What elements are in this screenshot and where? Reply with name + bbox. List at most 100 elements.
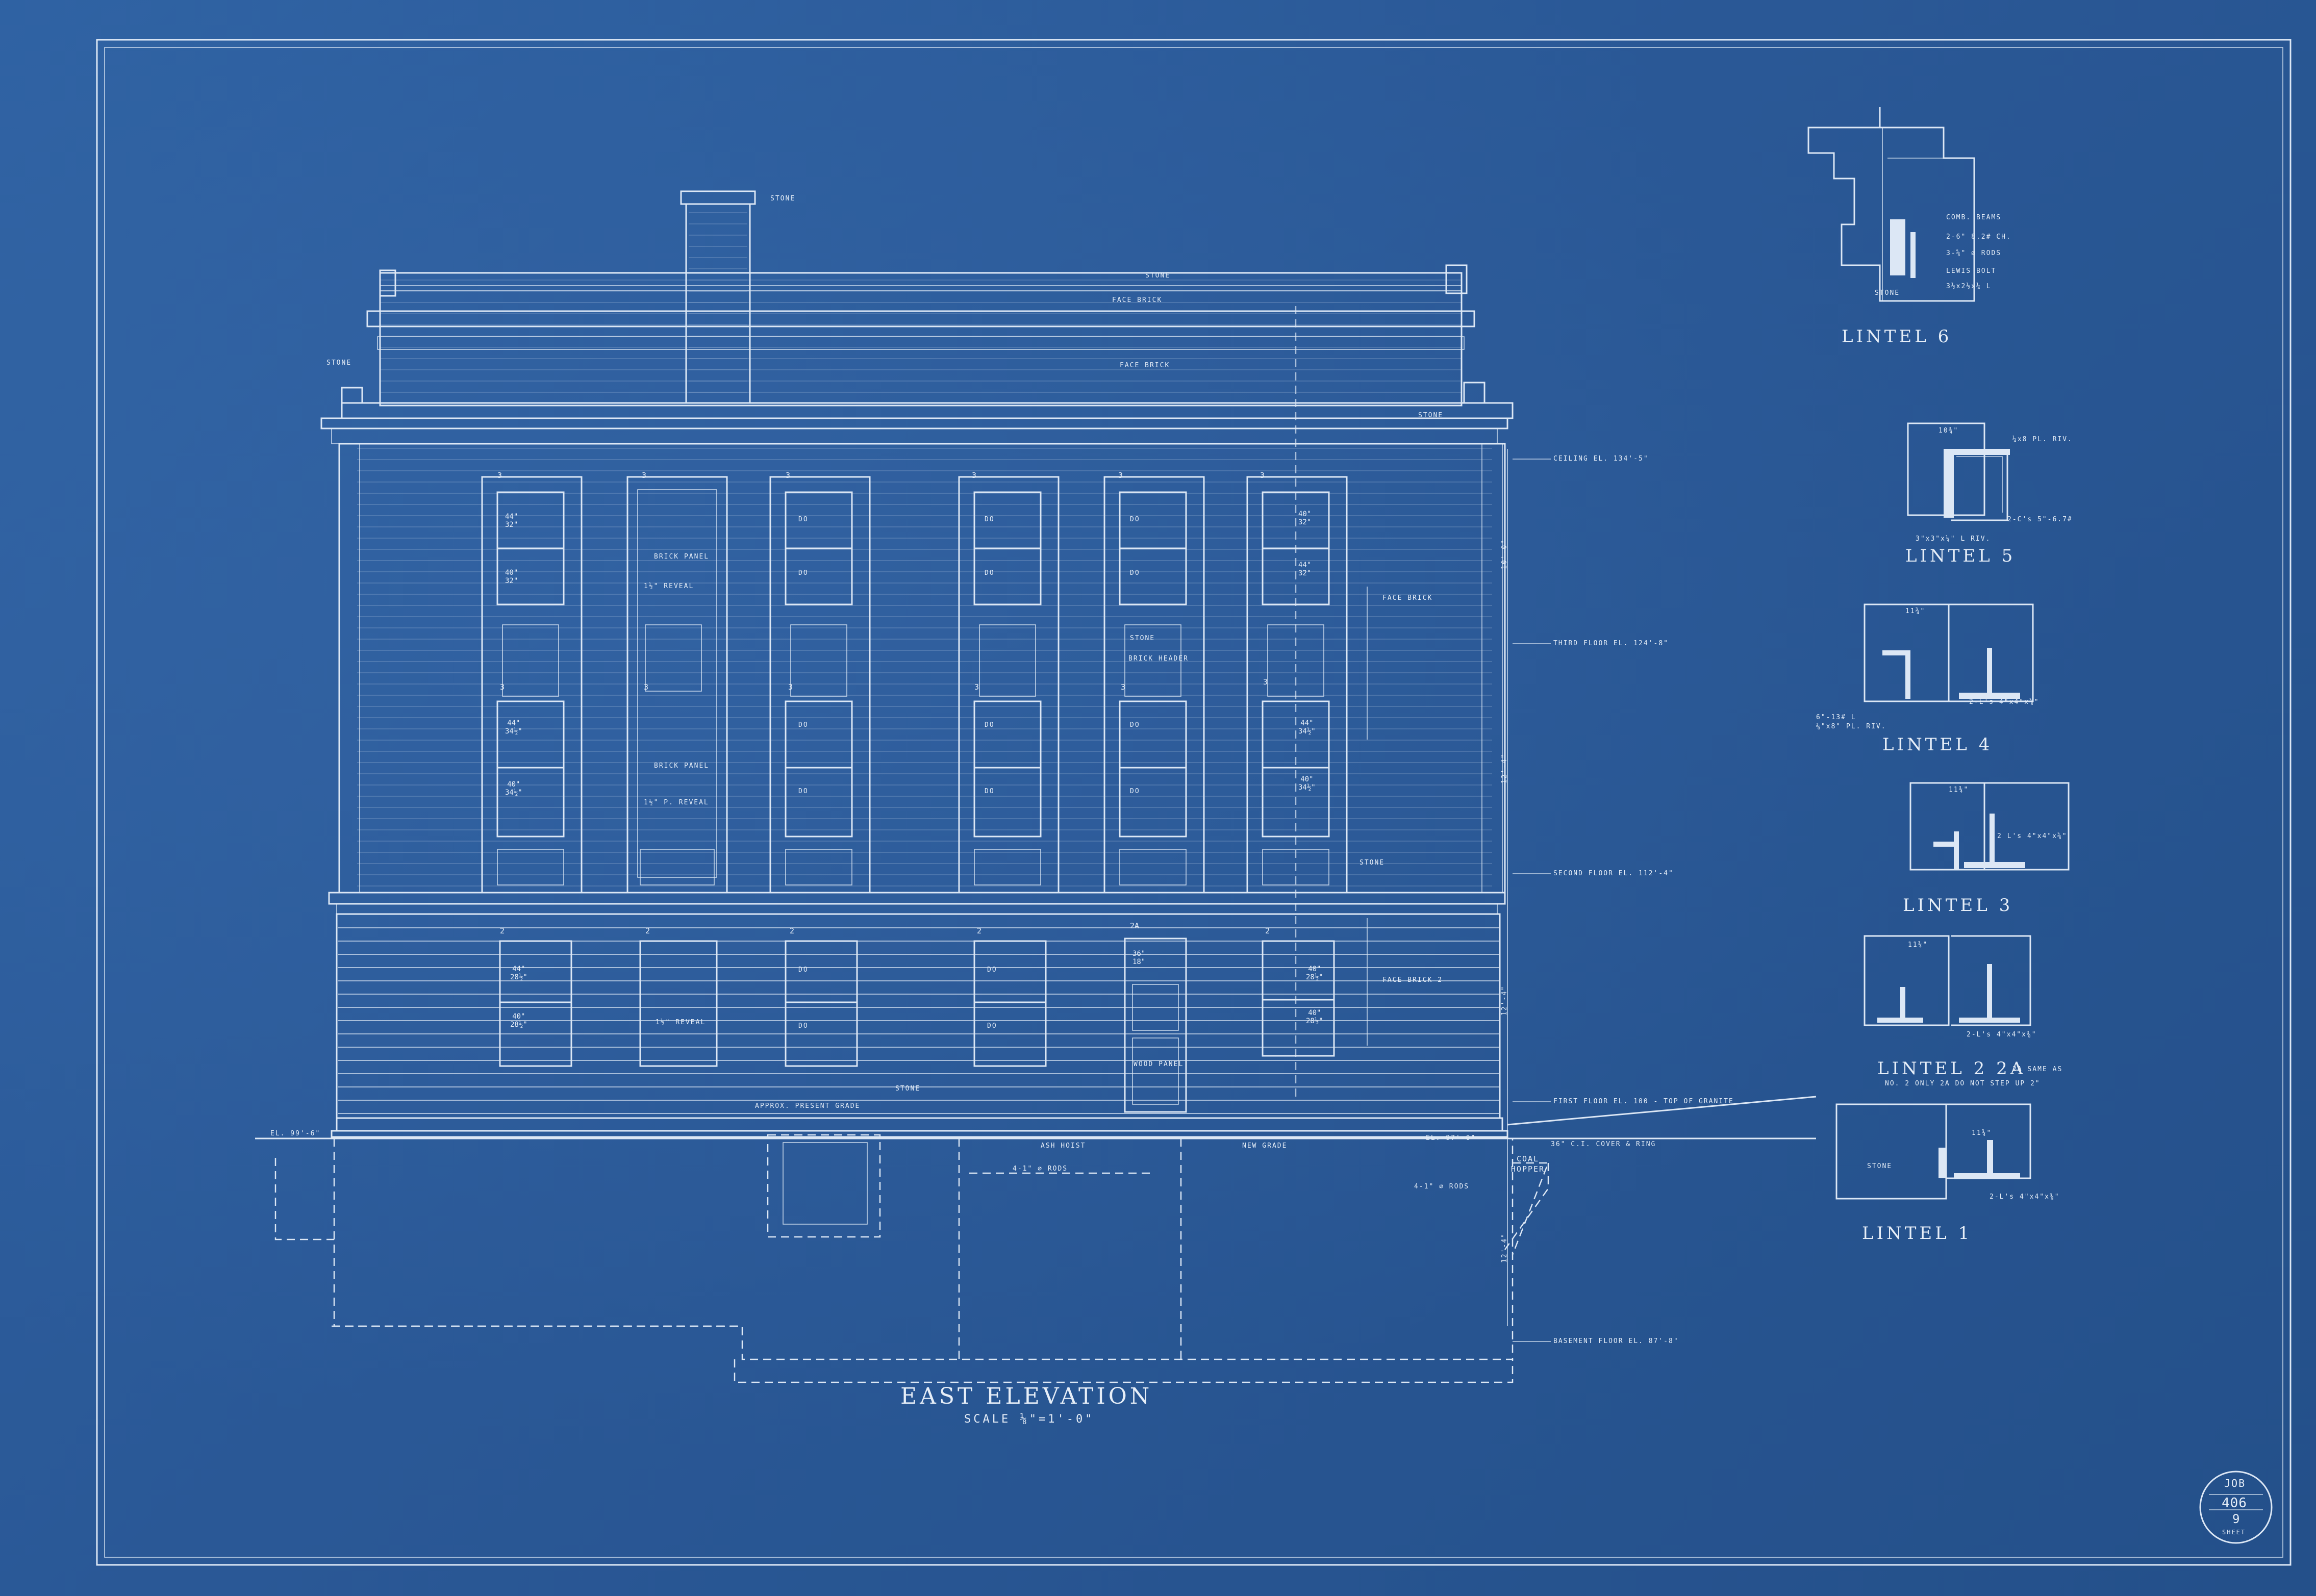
window-tag: 2 bbox=[1265, 926, 1270, 935]
label-do: DO bbox=[985, 569, 995, 577]
first-floor-level-label: FIRST FLOOR EL. 100 - TOP OF GRANITE bbox=[1553, 1098, 1734, 1105]
lintel2-angles: 2-L's 4"x4"x⅜" bbox=[1967, 1031, 2037, 1038]
outer-border bbox=[96, 39, 2292, 1566]
label-brick-panel-upper: BRICK PANEL bbox=[654, 553, 710, 561]
label-wood-panel: WOOD PANEL bbox=[1134, 1060, 1184, 1068]
window-size-label: 40" 32" bbox=[505, 569, 518, 585]
lintel6-stone: STONE bbox=[1875, 289, 1900, 297]
label-do: DO bbox=[1130, 788, 1140, 795]
el-right-label: EL. 97'-0" bbox=[1426, 1134, 1476, 1142]
lintel3-note: 2 L's 4"x4"x⅜" bbox=[1997, 832, 2068, 840]
window-tag: 3 bbox=[786, 471, 791, 480]
job-label: JOB bbox=[2224, 1477, 2246, 1489]
second-floor-level-label: SECOND FLOOR EL. 112'-4" bbox=[1553, 870, 1674, 877]
window-size-label: 44" 34½" bbox=[505, 719, 522, 736]
label-stone-left: STONE bbox=[326, 359, 352, 367]
window-size-label: 44" 32" bbox=[1298, 561, 1312, 577]
window-tag: 2A bbox=[1130, 921, 1140, 930]
rods-label-2: 4-1" ⌀ RODS bbox=[1414, 1183, 1470, 1190]
label-do: DO bbox=[798, 788, 809, 795]
window-tag: 2 bbox=[500, 926, 505, 935]
label-do: DO bbox=[1130, 516, 1140, 523]
dimension-label: 12'-4" bbox=[1500, 753, 1508, 783]
label-stone-window: STONE bbox=[1130, 635, 1155, 642]
inner-border bbox=[104, 47, 2283, 1558]
lintel-details bbox=[1807, 107, 2070, 1200]
label-do: DO bbox=[798, 516, 809, 523]
window-tag: 2 bbox=[645, 926, 650, 935]
sheet-number: 9 bbox=[2232, 1512, 2241, 1526]
label-reveal-upper: 1½" REVEAL bbox=[644, 582, 694, 590]
label-stone-chimney: STONE bbox=[770, 195, 796, 202]
label-stone-cornice: STONE bbox=[1418, 412, 1444, 419]
label-stone-band: STONE bbox=[1360, 859, 1385, 867]
lintel5-title: LINTEL 5 bbox=[1905, 546, 2016, 566]
new-grade-label: NEW GRADE bbox=[1242, 1142, 1288, 1150]
lintel3-dim: 11¾" bbox=[1949, 786, 1969, 794]
window-size-label: 40" 28½" bbox=[1306, 1009, 1323, 1025]
foundation bbox=[274, 1134, 1549, 1383]
lintel2-note2: NO. 2 ONLY 2A DO NOT STEP UP 2" bbox=[1885, 1080, 2041, 1087]
lintel6-note: LEWIS BOLT bbox=[1946, 267, 1997, 275]
cover-ring-label: 36" C.I. COVER & RING bbox=[1551, 1141, 1656, 1148]
label-stone-top: STONE bbox=[1145, 272, 1171, 280]
label-face-brick-2: FACE BRICK bbox=[1120, 362, 1170, 369]
lintel5-note: 3"x3"x¼" L RIV. bbox=[1916, 535, 1991, 543]
lintel1-stone: STONE bbox=[1867, 1162, 1893, 1170]
dimension-label: 10'-0" bbox=[1500, 539, 1508, 569]
label-do: DO bbox=[798, 569, 809, 577]
label-do: DO bbox=[985, 516, 995, 523]
label-face-brick-base: FACE BRICK 2 bbox=[1382, 976, 1443, 984]
lintel2-note: 2A SAME AS bbox=[2012, 1066, 2063, 1073]
label-do: DO bbox=[987, 1022, 997, 1030]
label-do: DO bbox=[985, 788, 995, 795]
lintel6-note: COMB. BEAMS bbox=[1946, 214, 2002, 221]
label-do: DO bbox=[987, 966, 997, 974]
window-size-label: 40" 32" bbox=[1298, 510, 1312, 526]
label-do: DO bbox=[798, 721, 809, 729]
window-tag: 3 bbox=[644, 682, 649, 692]
label-face-brick-1: FACE BRICK bbox=[1112, 296, 1163, 304]
window-tag: 3 bbox=[974, 682, 979, 692]
label-do: DO bbox=[798, 1022, 809, 1030]
window-tag: 3 bbox=[1263, 677, 1268, 687]
window-tag: 3 bbox=[1121, 682, 1126, 692]
door-size-label: 36" 18" bbox=[1132, 950, 1146, 966]
window-tag: 2 bbox=[790, 926, 795, 935]
window-tag: 3 bbox=[642, 471, 647, 480]
third-floor-level-label: THIRD FLOOR EL. 124'-8" bbox=[1553, 640, 1669, 647]
window-tag: 3 bbox=[1260, 471, 1265, 480]
lintel1-title: LINTEL 1 bbox=[1862, 1223, 1973, 1244]
east-elevation bbox=[255, 190, 1817, 1383]
lintel6-note: 3½x2½x¼ L bbox=[1946, 283, 1992, 290]
window-size-label: 40" 28½" bbox=[1306, 965, 1323, 981]
lintel6-title: LINTEL 6 bbox=[1842, 326, 1952, 347]
level-markers bbox=[1295, 306, 1551, 1342]
lintel4-note: ⅜"x8" PL. RIV. bbox=[1816, 723, 1886, 730]
upper-window-bays bbox=[481, 476, 1348, 894]
basement-level-label: BASEMENT FLOOR EL. 87'-8" bbox=[1553, 1337, 1679, 1345]
window-tag: 3 bbox=[500, 682, 505, 692]
lintel4-note: 6"-13# L bbox=[1816, 714, 1856, 721]
ash-hoist-label: ASH HOIST bbox=[1041, 1142, 1086, 1150]
lintel5-note: ¼x8 PL. RIV. bbox=[2012, 436, 2073, 443]
window-size-label: 40" 34½" bbox=[1298, 775, 1316, 792]
lintel2-title: LINTEL 2 2A bbox=[1877, 1058, 2026, 1079]
window-tag: 3 bbox=[788, 682, 793, 692]
lintel1-dim: 11¾" bbox=[1972, 1129, 1992, 1137]
window-size-label: 40" 34½" bbox=[505, 780, 522, 797]
label-reveal-first: 1½" REVEAL bbox=[656, 1019, 706, 1026]
drawing-scale: SCALE ⅛"=1'-0" bbox=[964, 1413, 1095, 1426]
lintel5-note: 2-C's 5"-6.7# bbox=[2007, 516, 2073, 523]
window-tag: 3 bbox=[972, 471, 977, 480]
lintel4-title: LINTEL 4 bbox=[1882, 734, 1993, 755]
label-brick-panel-lower: BRICK PANEL bbox=[654, 762, 710, 770]
window-size-label: 44" 34½" bbox=[1298, 719, 1316, 736]
lintel6-note: 2-6" 8.2# CH. bbox=[1946, 233, 2011, 241]
label-face-brick-3: FACE BRICK bbox=[1382, 594, 1433, 602]
lintel4-dim: 11¾" bbox=[1905, 607, 1926, 615]
sheet-number-circle bbox=[2199, 1471, 2273, 1544]
lintel3-title: LINTEL 3 bbox=[1903, 895, 2013, 916]
